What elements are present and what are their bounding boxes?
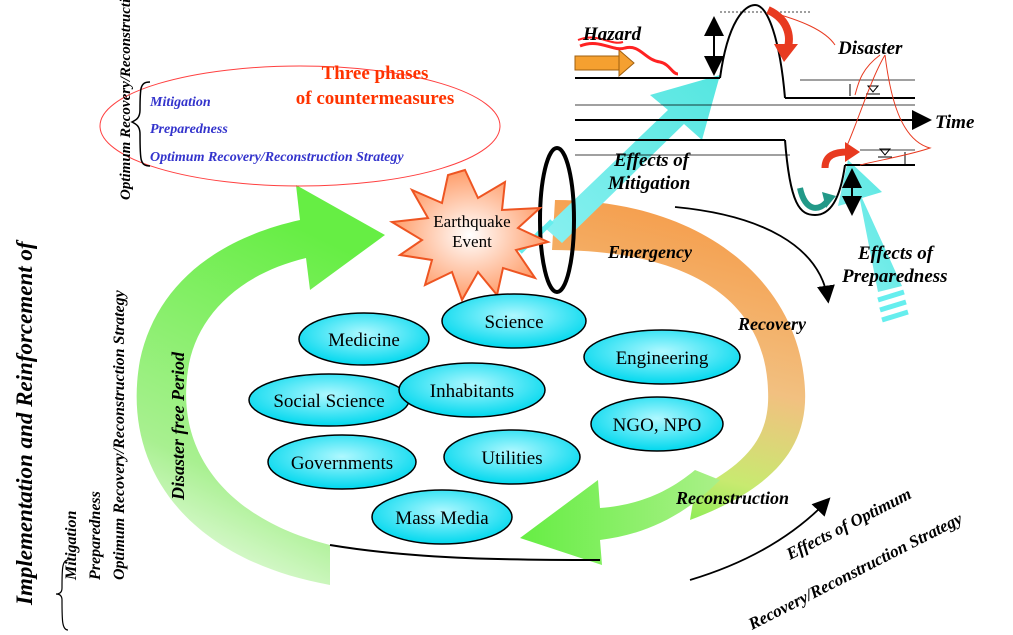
stakeholder-inhabitants: Inhabitants [398,362,546,418]
earthquake-line1: Earthquake [433,212,510,231]
cycle-arrow-recovery [552,200,806,520]
phases-ellipse [99,65,501,187]
earthquake-burst [388,168,551,303]
left-item-optimum: Optimum Recovery/Reconstruction Strategy [111,289,128,580]
stakeholder-label: Science [484,312,543,333]
hazard-label: Hazard [582,24,642,45]
phases-item-optimum: Optimum Recovery/Reconstruction Strategy [150,150,404,165]
stakeholder-mass-media: Mass Media [371,489,513,545]
emergency-label: Emergency [607,242,693,262]
phases-title-line1: Three phases [322,63,429,84]
stakeholder-ovals: Medicine Science Engineering Social Scie… [248,293,741,545]
phases-item-preparedness: Preparedness [150,122,228,137]
stakeholder-social-science: Social Science [248,373,410,427]
phases-brace [130,81,151,167]
stakeholder-label: Inhabitants [430,381,514,402]
recovery-label: Recovery [737,314,807,334]
optimum-effect-arrow [689,497,831,581]
mitigation-effect-line2: Mitigation [607,173,690,194]
stakeholder-label: Utilities [481,448,542,469]
stakeholder-governments: Governments [267,434,417,490]
left-brace [55,559,69,631]
mitigation-effect-line1: Effects of [613,150,691,171]
stakeholder-label: Engineering [616,348,709,369]
event-ring [538,146,576,294]
cycle-arrow-disaster-free [136,185,385,585]
stakeholder-label: Governments [291,453,393,474]
stakeholder-label: Medicine [328,330,400,351]
stakeholder-label: NGO, NPO [613,415,702,436]
stakeholder-utilities: Utilities [443,429,581,485]
stakeholder-ngo-npo: NGO, NPO [590,396,724,452]
stakeholder-science: Science [441,293,587,349]
cycle-baseline [329,544,601,561]
earthquake-line2: Event [452,232,492,251]
hazard-timeline [574,3,932,217]
preparedness-effect-arrow [838,160,909,323]
preparedness-effect-line1: Effects of [857,243,935,264]
preparedness-effect-line2: Preparedness [841,266,948,287]
left-item-mitigation: Mitigation [63,511,80,581]
left-title: Implementation and Reinforcement of [12,239,37,606]
phases-side-label: Optimum Recovery/Reconstruction Strategy [118,0,134,200]
left-item-preparedness: Preparedness [87,491,104,581]
reconstruction-label: Reconstruction [675,488,789,508]
stakeholder-label: Mass Media [395,508,489,529]
time-label: Time [935,112,975,133]
stakeholder-engineering: Engineering [583,329,741,385]
stakeholder-medicine: Medicine [298,312,430,366]
emergency-recovery-arrow [674,206,835,304]
stakeholder-label: Social Science [273,391,384,412]
phases-title-line2: of countermeasures [296,88,454,109]
disaster-free-label: Disaster free Period [168,351,188,501]
cycle-arrow-reconstruction [520,470,720,565]
disaster-label: Disaster [837,38,903,59]
phases-item-mitigation: Mitigation [149,95,211,110]
